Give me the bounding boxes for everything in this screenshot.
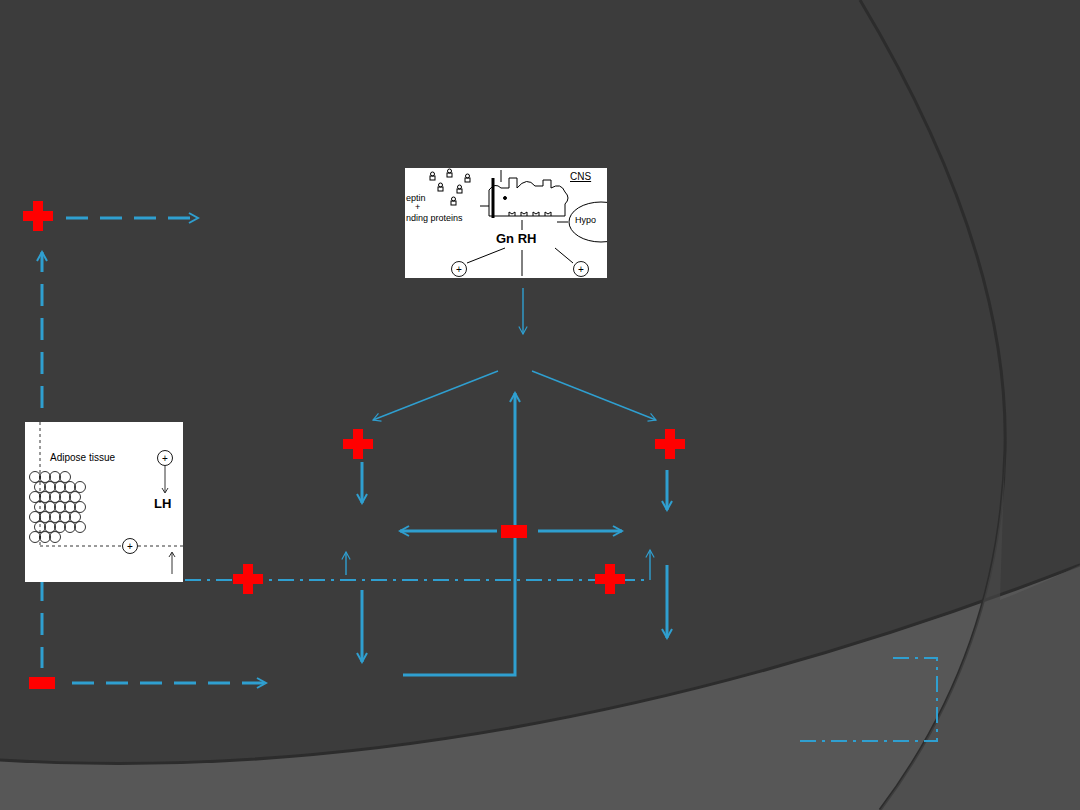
plus-circle-label: + [162,453,168,464]
plus-circle-label: + [578,264,584,275]
hypothalamus-label: Hypo [575,216,596,226]
plus-circle-label: + [456,264,462,275]
cns-label: CNS [570,171,591,182]
cns-illustration-panel: CNSeptin+nding proteinsHypoGn RH++ [405,168,607,278]
plus-circle-label: + [127,541,133,552]
gnrh-label: Gn RH [496,232,536,246]
binding-proteins-label: nding proteins [406,214,463,224]
adipose-tissue-label: Adipose tissue [50,452,115,463]
lh-label: LH [154,497,171,511]
adipose-illustration-panel: Adipose tissue + LH + [25,422,183,582]
plus-label: + [415,203,420,213]
